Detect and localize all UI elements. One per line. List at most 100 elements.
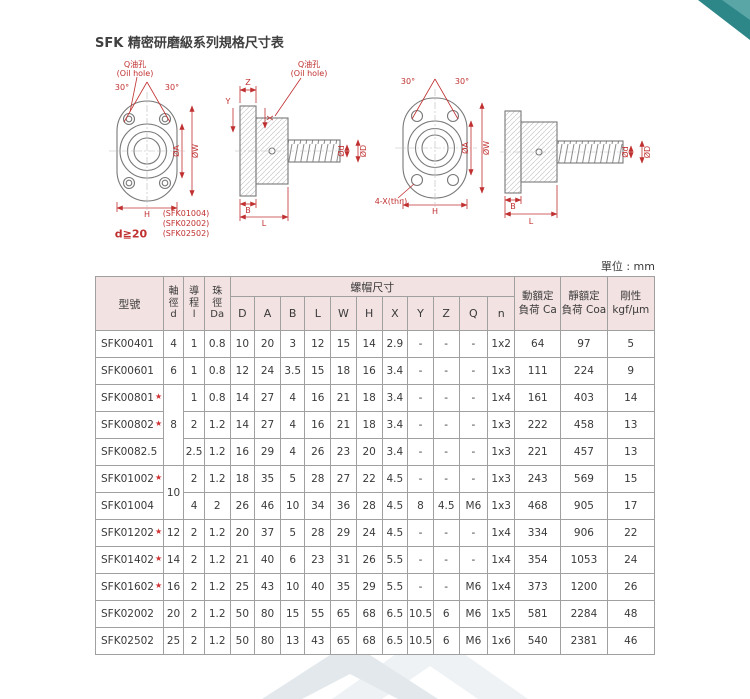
cell-dim-n: 1x4	[487, 384, 516, 412]
header-dim-L: L	[304, 296, 332, 331]
cell-ball-dia: 1.2	[203, 465, 231, 493]
star-icon: ★	[155, 581, 163, 590]
cell-dim-B: 4	[279, 384, 306, 412]
cell-dim-W: 36	[330, 492, 357, 520]
cell-rigidity: 5	[606, 330, 656, 358]
cell-dynamic-load: 581	[514, 600, 562, 628]
cell-static-load: 97	[560, 330, 608, 358]
cell-dim-D: 50	[229, 627, 256, 655]
header-dim-A: A	[254, 296, 281, 331]
cell-model: SFK00401	[95, 330, 164, 358]
cell-dim-Z: -	[432, 411, 460, 439]
corner-triangle-decoration	[698, 0, 750, 40]
cell-dim-n: 1x3	[487, 357, 516, 385]
model-code: SFK00802	[101, 419, 154, 431]
cell-static-load: 1053	[560, 546, 608, 574]
cell-dim-H: 16	[355, 357, 383, 385]
cell-model: SFK01402★	[95, 546, 164, 574]
cell-dim-Q: M6	[458, 600, 489, 628]
cell-rigidity: 22	[606, 519, 656, 547]
cell-lead: 2	[183, 627, 205, 655]
dimension-label: L	[528, 217, 534, 226]
cell-dim-X: 3.4	[381, 438, 409, 466]
cell-dim-L: 16	[304, 384, 332, 412]
cell-ball-dia: 0.8	[203, 330, 231, 358]
drawings-geometry	[109, 76, 645, 221]
cell-dim-Z: -	[432, 519, 460, 547]
cell-dim-A: 43	[254, 573, 281, 601]
model-code: SFK00801	[101, 392, 154, 404]
star-icon: ★	[155, 419, 163, 428]
cell-dim-D: 14	[229, 384, 256, 412]
cell-dynamic-load: 468	[514, 492, 562, 520]
cell-dim-Q: -	[458, 519, 489, 547]
header-dim-H: H	[355, 296, 383, 331]
cell-dim-L: 43	[304, 627, 332, 655]
cell-static-load: 403	[560, 384, 608, 412]
cell-dim-Z: -	[432, 438, 460, 466]
cell-dim-Y: -	[407, 519, 434, 547]
cell-dim-Y: -	[407, 384, 434, 412]
dimension-label: (SFK02502)	[162, 229, 210, 238]
cell-dim-A: 20	[254, 330, 281, 358]
cell-dim-D: 12	[229, 357, 256, 385]
model-code: SFK01202	[101, 527, 154, 539]
cell-ball-dia: 0.8	[203, 384, 231, 412]
cell-dim-Z: 4.5	[432, 492, 460, 520]
cell-dim-Q: M6	[458, 492, 489, 520]
cell-model: SFK02502	[95, 627, 164, 655]
cell-static-load: 224	[560, 357, 608, 385]
header-dim-Q: Q	[458, 296, 489, 331]
cell-dim-X: 4.5	[381, 492, 409, 520]
cell-dim-B: 15	[279, 600, 306, 628]
cell-dynamic-load: 243	[514, 465, 562, 493]
cell-rigidity: 13	[606, 438, 656, 466]
cell-ball-dia: 2	[203, 492, 231, 520]
cell-lead: 2	[183, 573, 205, 601]
cell-dim-Z: -	[432, 357, 460, 385]
cell-dim-Z: 6	[432, 627, 460, 655]
cell-dim-Q: -	[458, 384, 489, 412]
cell-shaft-dia: 10	[162, 465, 185, 520]
cell-dim-W: 21	[330, 384, 357, 412]
page-title: SFK 精密研磨級系列規格尺寸表	[95, 36, 284, 51]
cell-model: SFK01004	[95, 492, 164, 520]
cell-dim-B: 6	[279, 546, 306, 574]
cell-dim-X: 5.5	[381, 546, 409, 574]
star-icon: ★	[155, 527, 163, 536]
cell-dim-Y: -	[407, 546, 434, 574]
cell-shaft-dia: 6	[162, 357, 185, 385]
cell-shaft-dia: 4	[162, 330, 185, 358]
cell-static-load: 2381	[560, 627, 608, 655]
dimension-label: L	[261, 219, 267, 228]
model-code: SFK01004	[101, 500, 154, 512]
cell-dim-Q: -	[458, 411, 489, 439]
cell-dim-Y: 8	[407, 492, 434, 520]
cell-dim-A: 27	[254, 384, 281, 412]
cell-model: SFK00601	[95, 357, 164, 385]
cell-dim-A: 27	[254, 411, 281, 439]
cell-static-load: 906	[560, 519, 608, 547]
cell-model: SFK01002★	[95, 465, 164, 493]
cell-dim-H: 14	[355, 330, 383, 358]
cell-dim-Y: -	[407, 411, 434, 439]
cell-dim-D: 25	[229, 573, 256, 601]
cell-dim-B: 5	[279, 465, 306, 493]
dimension-label: B	[510, 202, 516, 211]
star-icon: ★	[155, 392, 163, 401]
cell-dim-W: 65	[330, 600, 357, 628]
dimension-label: Ød	[621, 146, 630, 158]
dimension-label: Y	[225, 97, 231, 106]
dimension-label: ØD	[359, 144, 368, 158]
cell-dim-X: 3.4	[381, 411, 409, 439]
cell-dim-B: 3.5	[279, 357, 306, 385]
